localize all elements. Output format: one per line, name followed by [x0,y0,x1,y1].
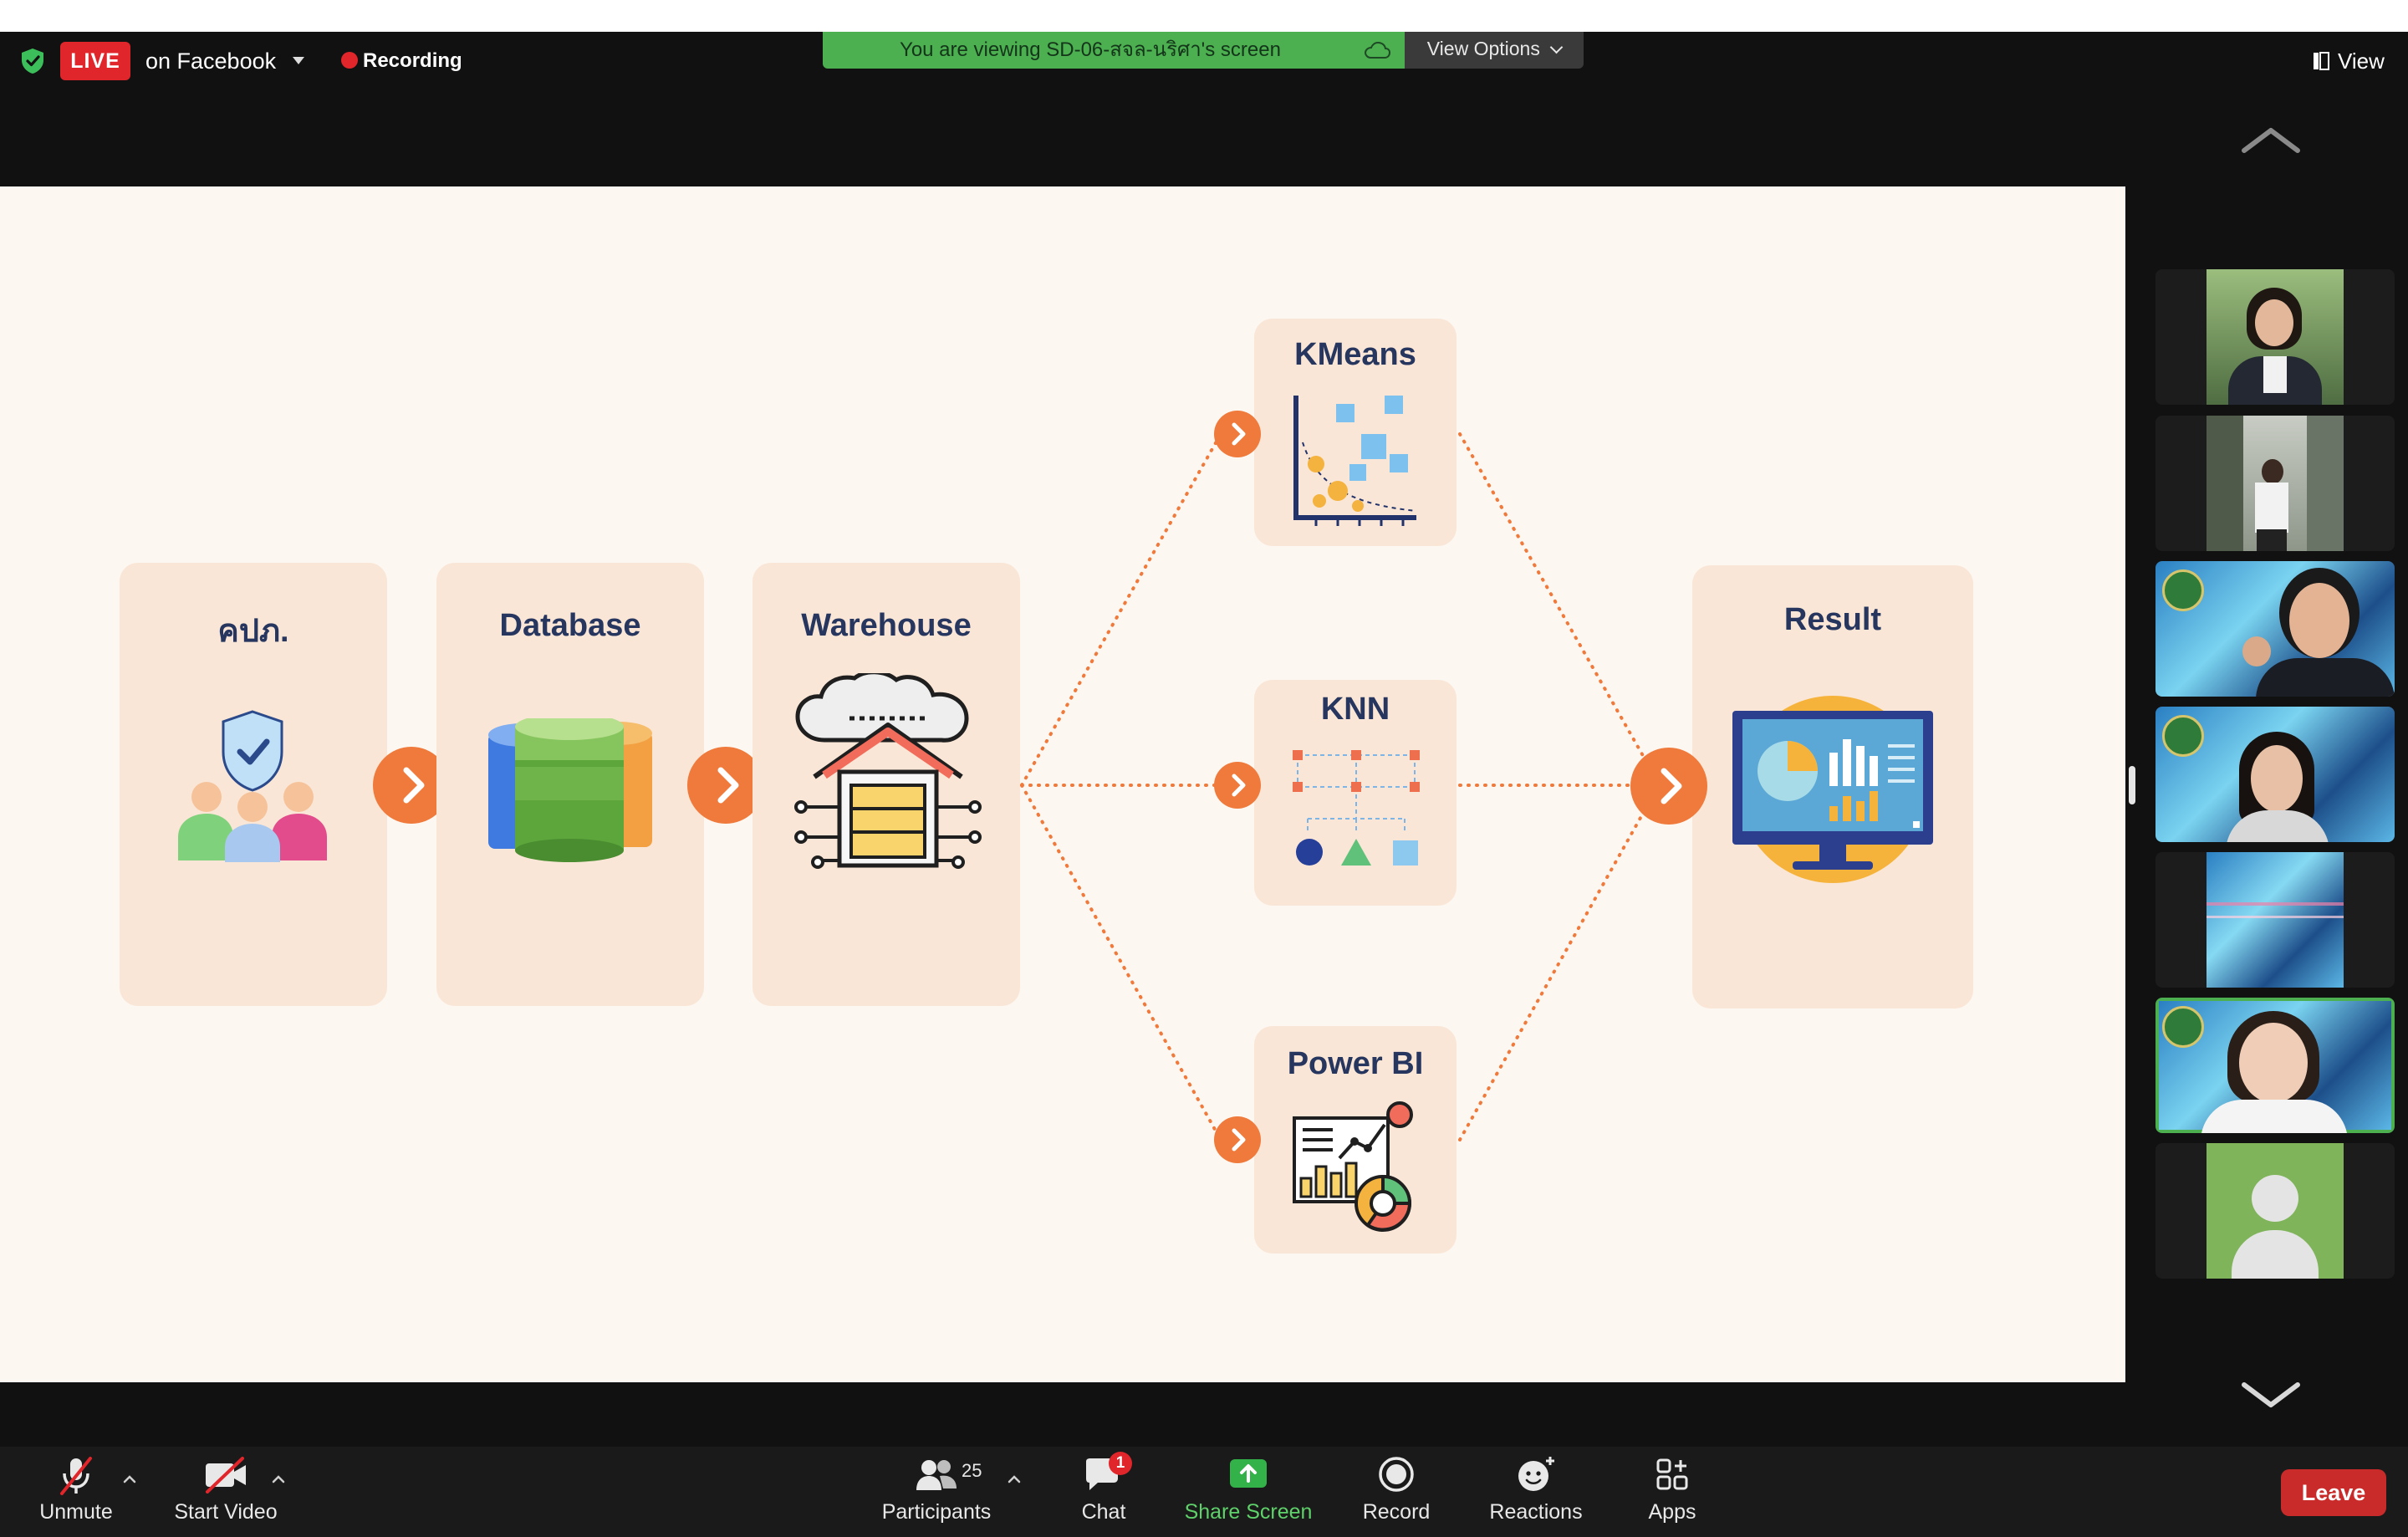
chat-unread-badge: 1 [1109,1452,1132,1475]
microphone-muted-icon [60,1457,92,1495]
start-video-label: Start Video [174,1500,278,1524]
flow-arrow-icon [1214,411,1261,457]
participant-tile[interactable] [2155,561,2395,697]
share-screen-icon [1230,1459,1267,1488]
view-button[interactable]: View [2338,43,2385,79]
flow-arrow-icon [687,747,764,824]
card-title: Result [1783,602,1882,637]
record-label: Record [1362,1500,1431,1524]
meeting-toolbar [0,1447,2408,1537]
participant-avatar [2206,1143,2344,1279]
scatter-plot-icon [1293,396,1417,526]
view-options-label: View Options [1426,38,1540,59]
share-screen-label: Share Screen [1184,1500,1313,1524]
leave-button[interactable]: Leave [2281,1469,2386,1516]
participant-tile[interactable] [2155,707,2395,842]
smiley-add-icon [1518,1457,1554,1491]
card-title: Power BI [1287,1046,1424,1081]
participant-video [2155,707,2395,842]
participant-video [2206,852,2344,988]
card-database: Database [436,563,704,1006]
participants-options-caret-icon[interactable] [1007,1473,1022,1483]
cloud-icon [1364,41,1391,59]
analytics-report-icon [1293,1101,1413,1232]
participant-tile[interactable] [2155,416,2395,551]
reactions-button[interactable]: Reactions [1480,1453,1592,1534]
card-powerbi: Power BI [1254,1026,1457,1254]
chat-label: Chat [1081,1500,1126,1524]
window-top-strip [0,0,2408,32]
card-title: คปภ. [217,614,289,649]
video-options-caret-icon[interactable] [271,1473,286,1483]
flow-arrow-icon [1214,762,1261,809]
participant-tile[interactable] [2155,269,2395,405]
card-title: Warehouse [801,608,972,643]
card-knn: KNN [1254,680,1457,906]
apps-label: Apps [1648,1500,1696,1524]
share-screen-button[interactable]: Share Screen [1177,1453,1319,1534]
reactions-label: Reactions [1489,1500,1583,1524]
participant-video [2155,561,2395,697]
chevron-up-icon[interactable] [2241,125,2301,156]
chat-button[interactable]: 1 Chat [1062,1452,1145,1534]
participant-tile[interactable] [2155,852,2395,988]
unmute-label: Unmute [39,1500,113,1524]
shared-screen: คปภ. Database Warehouse [0,186,2125,1382]
participants-label: Participants [881,1500,992,1524]
flow-connector-lines [1020,432,1654,1141]
security-shield-icon[interactable] [18,47,47,75]
card-title: KMeans [1294,337,1416,372]
live-badge[interactable]: LIVE [60,42,130,80]
card-title: Database [499,608,641,643]
view-label: View [2338,49,2385,74]
classification-tree-icon [1293,750,1420,866]
participants-button[interactable]: 25 Participants [870,1453,1003,1534]
unmute-button[interactable]: Unmute [25,1453,127,1534]
participants-count: 25 [962,1460,982,1481]
video-camera-off-icon [206,1457,246,1494]
panel-resize-handle[interactable] [2129,766,2135,804]
apps-icon [1656,1458,1688,1490]
card-warehouse: Warehouse [752,563,1020,1006]
recording-dot-icon [341,52,358,69]
recording-label[interactable]: Recording [363,49,462,72]
viewing-banner: You are viewing SD-06-สจล-นริศา's screen [823,32,1405,69]
chevron-down-icon [1549,40,1564,54]
participant-tile[interactable] [2155,1143,2395,1279]
apps-button[interactable]: Apps [1630,1453,1714,1534]
database-icon [488,718,652,862]
card-result: Result [1692,565,1973,1008]
participant-video [2159,1001,2391,1133]
chevron-down-icon[interactable] [2241,1380,2301,1410]
record-icon [1379,1457,1414,1492]
participants-icon [916,1460,957,1490]
card-title: KNN [1320,692,1390,727]
participant-video [2206,416,2344,551]
cloud-warehouse-icon [794,673,982,869]
flow-arrow-icon [1630,748,1707,825]
participant-video [2206,269,2344,405]
record-button[interactable]: Record [1354,1453,1438,1534]
users-shield-icon [178,710,327,862]
live-dropdown-caret-icon[interactable] [293,57,304,64]
flow-arrow-icon [1214,1116,1261,1163]
monitor-dashboard-icon [1732,696,1933,883]
card-kpk: คปภ. [120,563,387,1006]
participant-tile-active-speaker[interactable] [2155,998,2395,1133]
audio-options-caret-icon[interactable] [122,1473,137,1483]
viewing-banner-text: You are viewing SD-06-สจล-นริศา's screen [900,38,1281,61]
card-kmeans: KMeans [1254,319,1457,546]
view-options-button[interactable]: View Options [1405,32,1584,69]
start-video-button[interactable]: Start Video [167,1453,284,1534]
grid-view-icon [2314,52,2329,70]
live-destination[interactable]: on Facebook [145,49,277,74]
